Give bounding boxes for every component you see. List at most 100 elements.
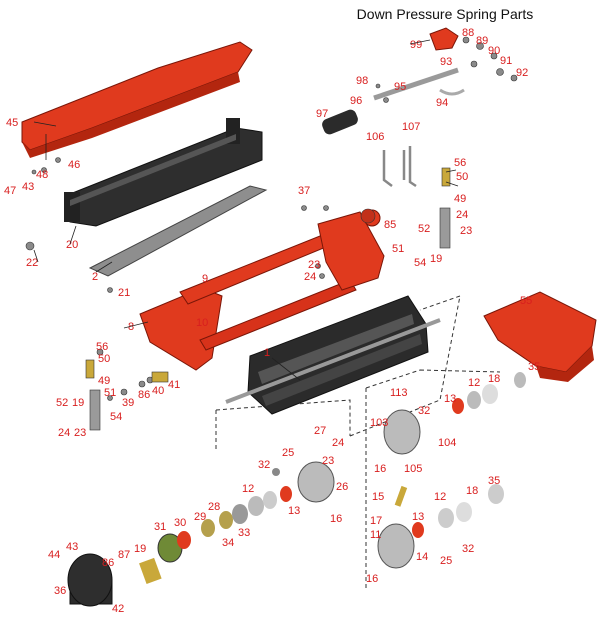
callout-16b: 16 xyxy=(330,513,342,525)
callout-90: 90 xyxy=(488,45,500,57)
callout-54b: 54 xyxy=(110,411,122,423)
callout-17: 17 xyxy=(370,515,382,527)
callout-41: 41 xyxy=(168,379,180,391)
callout-18b: 18 xyxy=(466,485,478,497)
callout-99: 99 xyxy=(410,39,422,51)
reel-group-outline xyxy=(215,295,461,452)
callout-107: 107 xyxy=(402,121,420,133)
callout-52b: 52 xyxy=(56,397,68,409)
callout-12: 12 xyxy=(468,377,480,389)
callout-30: 30 xyxy=(174,517,186,529)
callout-23d: 23 xyxy=(322,455,334,467)
callout-103: 103 xyxy=(370,417,388,429)
callout-16c: 16 xyxy=(366,573,378,585)
callout-51b: 51 xyxy=(104,387,116,399)
callout-42: 42 xyxy=(112,603,124,615)
callout-92: 92 xyxy=(516,67,528,79)
callout-10: 10 xyxy=(196,317,208,329)
callout-86: 86 xyxy=(138,389,150,401)
callout-47: 47 xyxy=(4,185,16,197)
hooks xyxy=(382,146,417,188)
callout-29: 29 xyxy=(194,511,206,523)
side-frame-right xyxy=(317,211,385,291)
callout-35b: 35 xyxy=(488,475,500,487)
callout-54: 54 xyxy=(414,257,426,269)
callout-55: 55 xyxy=(520,295,532,307)
leader-lines xyxy=(33,39,459,381)
callout-97: 97 xyxy=(316,108,328,120)
callout-14: 14 xyxy=(416,551,428,563)
front-shield xyxy=(21,41,253,151)
callout-50b: 50 xyxy=(98,353,110,365)
callout-32: 32 xyxy=(418,405,430,417)
callout-49b: 49 xyxy=(98,375,110,387)
callout-1: 1 xyxy=(264,347,270,359)
callout-16: 16 xyxy=(374,463,386,475)
callout-28: 28 xyxy=(208,501,220,513)
callout-22: 22 xyxy=(26,257,38,269)
callout-35: 35 xyxy=(528,361,540,373)
callout-23: 23 xyxy=(460,225,472,237)
callout-98: 98 xyxy=(356,75,368,87)
callout-19: 19 xyxy=(430,253,442,265)
callout-9: 9 xyxy=(202,273,208,285)
callout-104: 104 xyxy=(438,437,456,449)
bearing-assembly xyxy=(377,372,526,569)
compression-spring xyxy=(322,109,358,135)
callout-31: 31 xyxy=(154,521,166,533)
callout-34: 34 xyxy=(222,537,234,549)
callout-52: 52 xyxy=(418,223,430,235)
callout-12b: 12 xyxy=(242,483,254,495)
callout-93: 93 xyxy=(440,56,452,68)
callout-23c: 23 xyxy=(74,427,86,439)
callout-11: 11 xyxy=(370,529,381,541)
spring-bracket xyxy=(429,27,459,51)
drive-assembly xyxy=(67,461,335,607)
callout-15: 15 xyxy=(372,491,384,503)
callout-45: 45 xyxy=(6,117,18,129)
hardware xyxy=(25,36,518,431)
callout-27: 27 xyxy=(314,425,326,437)
callout-48: 48 xyxy=(36,169,48,181)
callout-24: 24 xyxy=(456,209,468,221)
callout-56: 56 xyxy=(454,157,466,169)
callout-25: 25 xyxy=(282,447,294,459)
callout-91: 91 xyxy=(500,55,512,67)
callout-39: 39 xyxy=(122,397,134,409)
callout-37: 37 xyxy=(298,185,310,197)
spring-rod xyxy=(373,67,459,101)
callout-20: 20 xyxy=(66,239,78,251)
callout-32c: 32 xyxy=(462,543,474,555)
diagram-title: Down Pressure Spring Parts xyxy=(356,6,534,22)
callout-labels: 99 88 89 90 93 91 92 98 95 96 94 97 106 … xyxy=(4,27,540,615)
callout-2: 2 xyxy=(92,271,98,283)
callout-32b: 32 xyxy=(258,459,270,471)
bedknife xyxy=(88,185,268,277)
callout-25b: 25 xyxy=(440,555,452,567)
callout-87: 87 xyxy=(118,549,130,561)
callout-12c: 12 xyxy=(434,491,446,503)
frame-rod-bottom xyxy=(199,279,357,351)
callout-46: 46 xyxy=(68,159,80,171)
reel-assembly xyxy=(225,295,441,415)
callout-33: 33 xyxy=(238,527,250,539)
callout-13b: 13 xyxy=(288,505,300,517)
callout-24c: 24 xyxy=(58,427,70,439)
callout-95: 95 xyxy=(394,81,406,93)
callout-86b: 86 xyxy=(102,557,114,569)
callout-113: 113 xyxy=(390,387,408,399)
callout-13: 13 xyxy=(444,393,456,405)
callout-40: 40 xyxy=(152,385,164,397)
callout-18: 18 xyxy=(488,373,500,385)
side-frame-left xyxy=(139,287,223,371)
callout-23b: 23 xyxy=(308,259,320,271)
callout-56b: 56 xyxy=(96,341,108,353)
callout-49: 49 xyxy=(454,193,466,205)
callout-51: 51 xyxy=(392,243,404,255)
callout-24d: 24 xyxy=(332,437,344,449)
callout-19b: 19 xyxy=(72,397,84,409)
callout-24b: 24 xyxy=(304,271,316,283)
callout-96: 96 xyxy=(350,95,362,107)
